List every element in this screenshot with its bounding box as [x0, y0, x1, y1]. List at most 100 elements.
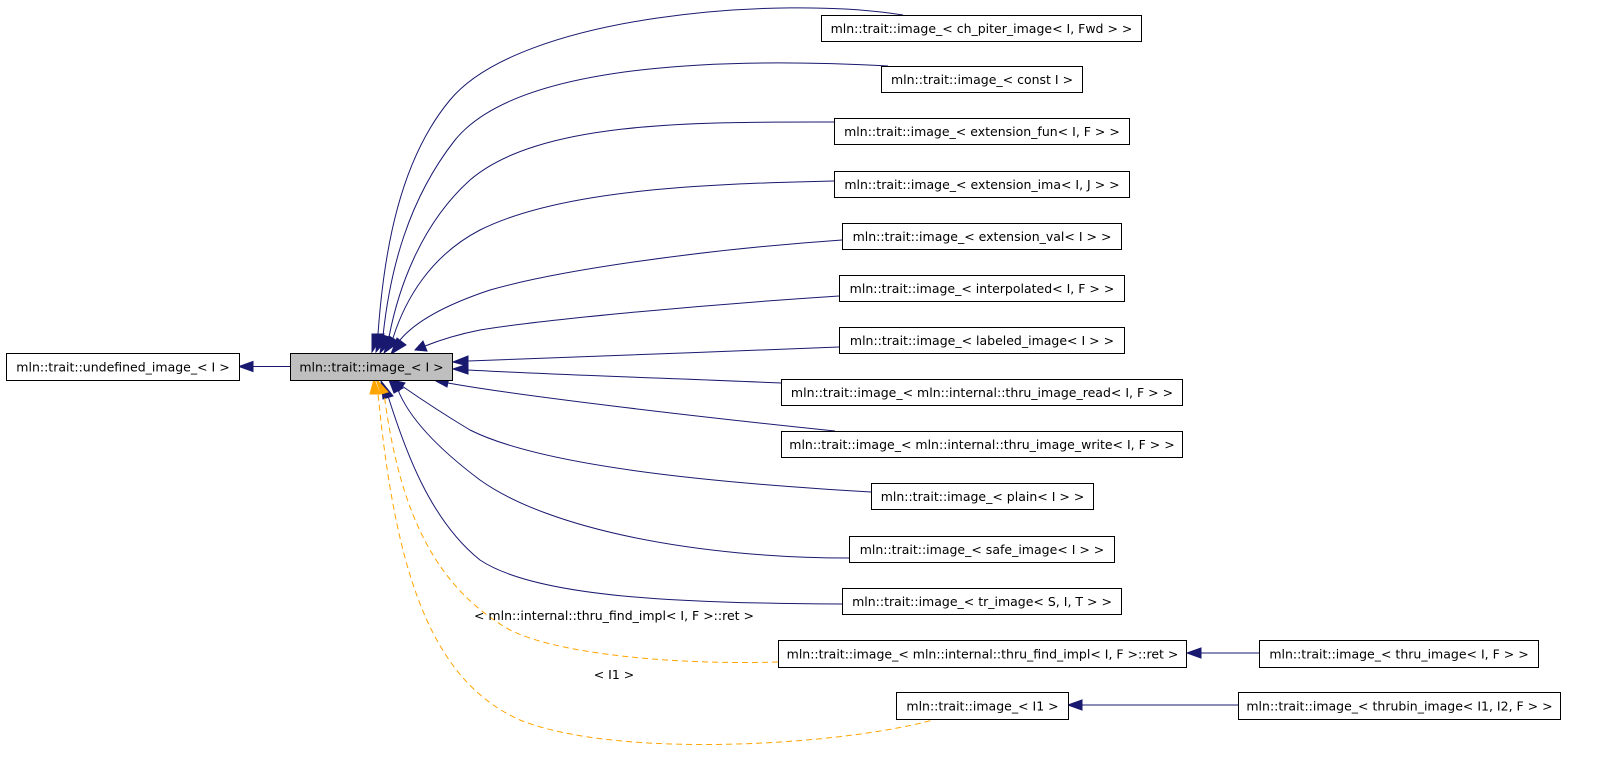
- node-label: mln::trait::image_< safe_image< I > >: [860, 542, 1105, 557]
- arrowhead-icon: [1066, 699, 1083, 711]
- node-label: mln::trait::image_< tr_image< S, I, T > …: [852, 594, 1112, 609]
- edge-line: [387, 395, 843, 605]
- edge-undefined: [237, 360, 290, 373]
- edge-thru_write: [432, 376, 836, 432]
- class-node-thru_write[interactable]: mln::trait::image_< mln::internal::thru_…: [781, 431, 1183, 458]
- class-node-thrubin[interactable]: mln::trait::image_< thrubin_image< I1, I…: [1238, 692, 1561, 720]
- class-node-thru_image[interactable]: mln::trait::image_< thru_image< I, F > >: [1259, 640, 1539, 668]
- node-box: [839, 327, 1125, 354]
- node-label: mln::trait::image_< mln::internal::thru_…: [789, 437, 1174, 452]
- edge-line: [424, 295, 840, 347]
- arrowhead-icon: [237, 360, 254, 373]
- node-box: [781, 379, 1183, 406]
- arrowhead-icon: [451, 363, 469, 375]
- class-node-ext_val[interactable]: mln::trait::image_< extension_val< I > >: [842, 223, 1122, 250]
- edge-i1: [369, 377, 941, 746]
- edge-label-lbl_i1: < I1 >: [594, 667, 635, 682]
- node-label: mln::trait::image_< extension_fun< I, F …: [844, 124, 1120, 139]
- class-node-ext_ima[interactable]: mln::trait::image_< extension_ima< I, J …: [834, 171, 1130, 198]
- edge-layer: [237, 7, 1259, 746]
- node-box: [821, 15, 1142, 42]
- arrowhead-icon: [383, 335, 400, 355]
- node-label: mln::trait::image_< ch_piter_image< I, F…: [831, 21, 1133, 36]
- node-label: mln::trait::undefined_image_< I >: [16, 360, 229, 375]
- node-label: mln::trait::image_< labeled_image< I > >: [850, 333, 1114, 348]
- edge-thru_read: [451, 363, 782, 384]
- node-box: [871, 483, 1094, 510]
- edge-ext_fun: [379, 121, 835, 355]
- node-label: mln::trait::image_< extension_val< I > >: [853, 229, 1112, 244]
- node-box: [1259, 640, 1539, 668]
- edge-ch_piter: [371, 7, 904, 354]
- class-node-undefined[interactable]: mln::trait::undefined_image_< I >: [6, 353, 240, 381]
- node-label: mln::trait::image_< interpolated< I, F >…: [850, 281, 1115, 296]
- node-label: mln::trait::image_< mln::internal::thru_…: [787, 647, 1179, 662]
- node-label: mln::trait::image_< mln::internal::thru_…: [791, 385, 1173, 400]
- node-box: [290, 353, 453, 381]
- arrowhead-icon: [451, 355, 469, 367]
- edge-thru_image: [1185, 647, 1259, 659]
- edge-line: [392, 180, 835, 339]
- class-node-plain[interactable]: mln::trait::image_< plain< I > >: [871, 483, 1094, 510]
- edge-thru_find: [375, 378, 779, 664]
- node-label: mln::trait::image_< thru_image< I, F > >: [1269, 647, 1528, 662]
- class-node-const[interactable]: mln::trait::image_< const I >: [881, 66, 1083, 93]
- node-label: mln::trait::image_< extension_ima< I, J …: [844, 177, 1119, 192]
- edge-line: [399, 239, 843, 341]
- edge-labeled: [451, 346, 840, 367]
- class-node-labeled[interactable]: mln::trait::image_< labeled_image< I > >: [839, 327, 1125, 354]
- edge-safe: [388, 378, 850, 559]
- edge-line: [467, 369, 782, 384]
- node-box: [842, 223, 1122, 250]
- node-label: mln::trait::image_< thrubin_image< I1, I…: [1246, 699, 1552, 714]
- node-label: mln::trait::image_< I >: [299, 360, 443, 375]
- class-node-ch_piter[interactable]: mln::trait::image_< ch_piter_image< I, F…: [821, 15, 1142, 42]
- node-label: mln::trait::image_< I1 >: [906, 699, 1058, 714]
- edge-const: [375, 62, 889, 354]
- class-node-ext_fun[interactable]: mln::trait::image_< extension_fun< I, F …: [834, 118, 1130, 145]
- class-node-thru_read[interactable]: mln::trait::image_< mln::internal::thru_…: [781, 379, 1183, 406]
- edge-line: [401, 385, 872, 493]
- class-node-tr[interactable]: mln::trait::image_< tr_image< S, I, T > …: [842, 588, 1122, 615]
- node-box: [881, 66, 1083, 93]
- node-label: mln::trait::image_< const I >: [891, 72, 1073, 87]
- node-box: [849, 536, 1115, 563]
- node-box: [842, 588, 1122, 615]
- class-node-focus[interactable]: mln::trait::image_< I >: [290, 353, 453, 381]
- edge-line: [467, 346, 840, 362]
- edge-ext_val: [390, 239, 843, 356]
- node-box: [6, 353, 240, 381]
- arrowhead-icon: [369, 377, 381, 395]
- class-node-interp[interactable]: mln::trait::image_< interpolated< I, F >…: [839, 275, 1125, 302]
- edge-line: [377, 7, 904, 335]
- edge-label-lbl_thru_find: < mln::internal::thru_find_impl< I, F >:…: [474, 608, 754, 623]
- arrowhead-icon: [390, 337, 407, 356]
- arrowhead-icon: [413, 340, 428, 352]
- edge-line: [397, 389, 850, 559]
- node-box: [1238, 692, 1561, 720]
- node-box: [834, 118, 1130, 145]
- arrowhead-icon: [388, 378, 405, 394]
- node-box: [896, 692, 1069, 720]
- node-box: [778, 640, 1187, 668]
- edge-thrubin: [1066, 699, 1238, 711]
- class-node-safe[interactable]: mln::trait::image_< safe_image< I > >: [849, 536, 1115, 563]
- arrowhead-icon: [375, 378, 389, 395]
- edge-line: [382, 62, 889, 337]
- edge-line: [447, 382, 836, 432]
- edge-ext_ima: [383, 180, 835, 355]
- edge-label-layer: < mln::internal::thru_find_impl< I, F >:…: [474, 608, 754, 682]
- node-label: mln::trait::image_< plain< I > >: [881, 489, 1085, 504]
- node-box: [839, 275, 1125, 302]
- class-node-thru_find[interactable]: mln::trait::image_< mln::internal::thru_…: [778, 640, 1187, 668]
- node-layer: mln::trait::undefined_image_< I >mln::tr…: [6, 15, 1561, 720]
- edge-line: [388, 121, 835, 338]
- arrowhead-icon: [1185, 647, 1202, 659]
- edge-interp: [413, 295, 840, 352]
- edge-line: [377, 392, 941, 746]
- node-box: [834, 171, 1130, 198]
- class-node-i1[interactable]: mln::trait::image_< I1 >: [896, 692, 1069, 720]
- node-box: [781, 431, 1183, 458]
- edge-tr: [380, 379, 843, 605]
